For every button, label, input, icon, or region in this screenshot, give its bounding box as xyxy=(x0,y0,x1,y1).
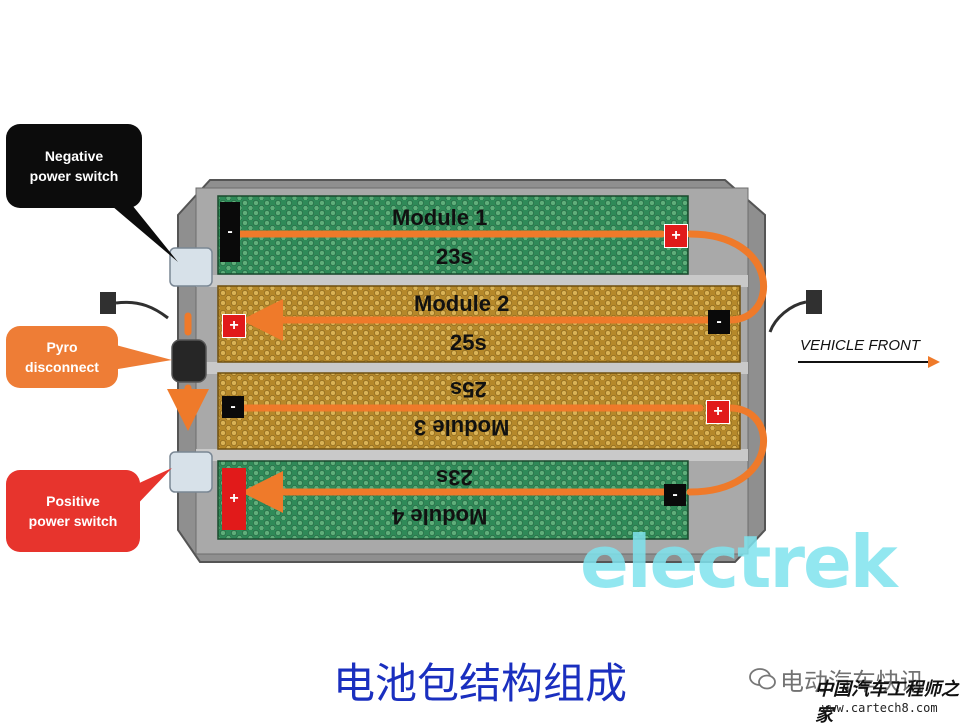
terminal-module4-plus: + xyxy=(222,468,246,530)
electrek-watermark: electrek xyxy=(580,520,898,604)
wechat-brand-text: 电动汽车快讯 xyxy=(780,668,924,696)
terminal-module2-minus: - xyxy=(708,310,730,334)
left-connector xyxy=(100,292,169,320)
module-3-name: Module 3 xyxy=(414,415,510,440)
negative-pointer xyxy=(112,200,178,262)
module-1-name: Module 1 xyxy=(392,205,488,230)
caption-title: 电池包结构组成 xyxy=(332,659,627,708)
module-1-cells: 23s xyxy=(436,244,473,269)
wechat-icon xyxy=(749,668,776,690)
terminal-module3-plus: + xyxy=(706,400,730,424)
terminal-module4-minus: - xyxy=(664,484,686,506)
negative-switch-part xyxy=(169,247,213,287)
current-flow-arrows xyxy=(167,230,768,513)
module-3-cells: 25s xyxy=(450,377,487,402)
pyro-part xyxy=(171,339,207,383)
module-4-cells: 23s xyxy=(436,465,473,490)
right-connector xyxy=(768,290,822,333)
negative-power-switch-callout: Negative power switch xyxy=(6,124,142,208)
pyro-disconnect-callout: Pyro disconnect xyxy=(6,326,118,388)
module-4-name: Module 4 xyxy=(392,504,488,529)
terminal-module1-minus: - xyxy=(220,202,240,262)
module-2-name: Module 2 xyxy=(414,291,510,316)
module-2-block xyxy=(217,285,741,363)
cartech-url: www.cartech8.com xyxy=(822,701,938,715)
pyro-pointer xyxy=(112,344,172,370)
module-2-cells: 25s xyxy=(450,330,487,355)
terminal-module2-plus: + xyxy=(222,314,246,338)
module-4-block xyxy=(217,460,689,540)
terminal-module1-plus: + xyxy=(664,224,688,248)
vehicle-front-label: VEHICLE FRONT xyxy=(800,337,921,354)
terminal-module3-minus: - xyxy=(222,396,244,418)
positive-switch-part xyxy=(169,451,213,493)
positive-power-switch-callout: Positive power switch xyxy=(6,470,140,552)
